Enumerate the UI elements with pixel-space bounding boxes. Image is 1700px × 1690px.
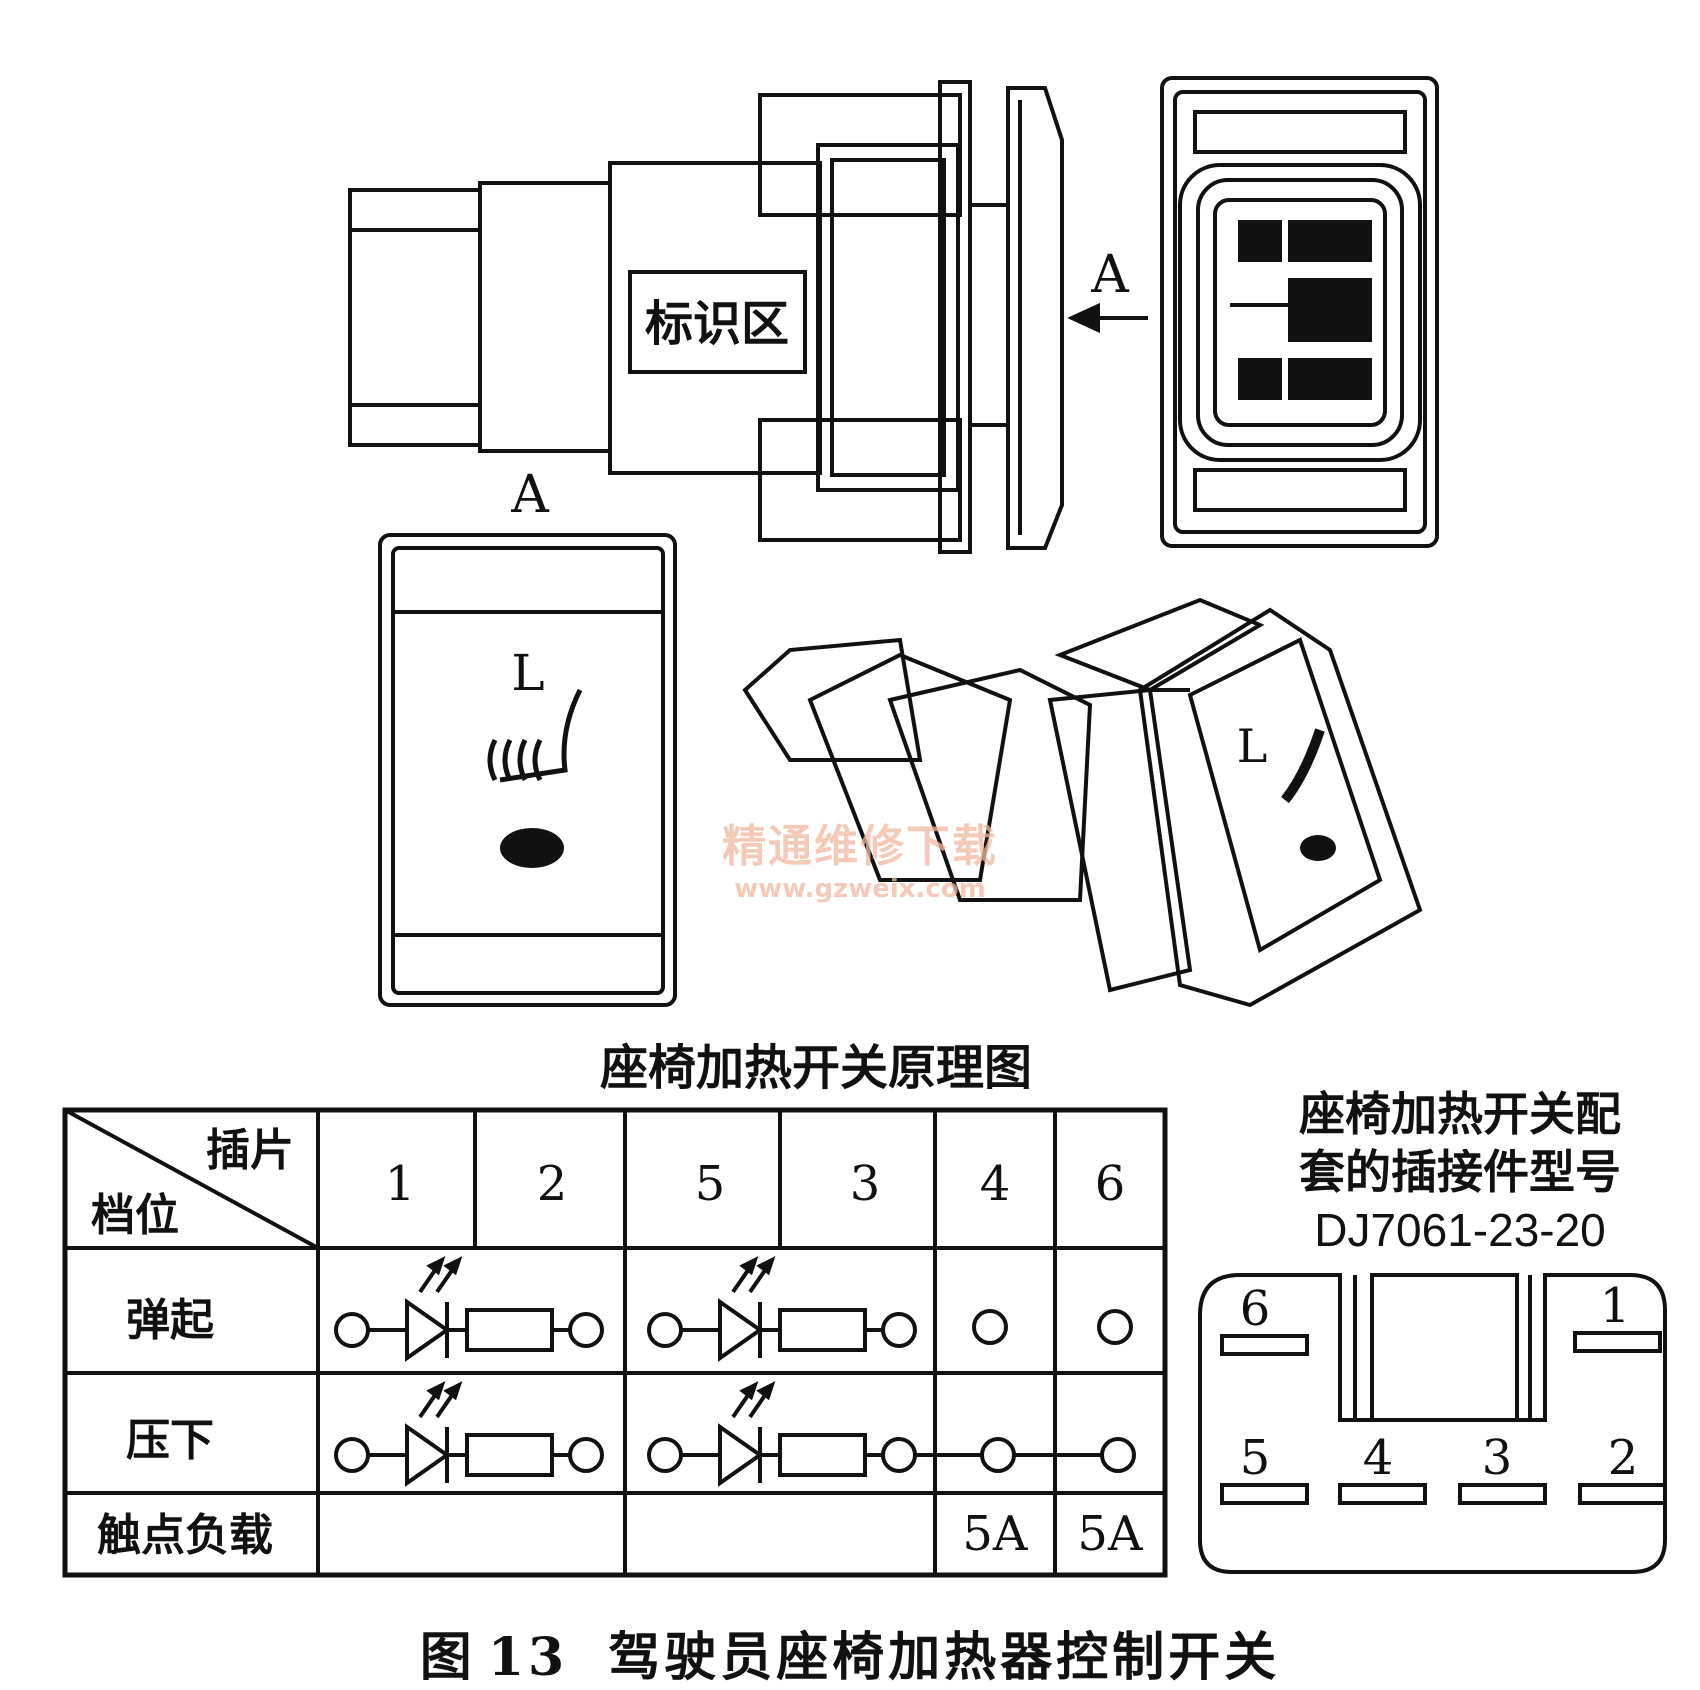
connector-model: DJ7061-23-20	[1314, 1204, 1606, 1256]
watermark-url: www.gzweix.com	[734, 874, 986, 904]
connector-title: 座椅加热开关配 套的插接件型号 DJ7061-23-20	[1240, 1085, 1680, 1259]
contact-6-released	[1097, 1309, 1133, 1345]
button-mark-front: L	[511, 644, 544, 702]
front-view	[378, 533, 677, 1007]
pin-label-3: 3	[1482, 1430, 1513, 1486]
terminal-1: 1	[385, 1156, 416, 1212]
switch-drawings: 标识区 A A L	[348, 76, 1439, 1008]
terminal-4: 4	[980, 1156, 1011, 1212]
watermark-text: 精通维修下载	[722, 821, 998, 872]
isometric-view	[742, 597, 1423, 1008]
view-label-front: A	[510, 465, 550, 525]
load-terminal-4: 5A	[962, 1506, 1029, 1562]
led-circuit-released-5-3	[647, 1258, 917, 1360]
pin-label-1: 1	[1600, 1278, 1631, 1334]
connector-title-line1: 座椅加热开关配	[1299, 1087, 1621, 1141]
pin-label-4: 4	[1363, 1430, 1394, 1486]
row-label-released: 弹起	[126, 1295, 215, 1346]
pin-blade-4	[1338, 1483, 1427, 1505]
pin-label-2: 2	[1608, 1430, 1639, 1486]
pin-blade-3	[1458, 1483, 1547, 1505]
terminal-2: 2	[537, 1156, 568, 1212]
caption-text: 驾驶员座椅加热器控制开关	[608, 1628, 1281, 1688]
header-position: 档位	[91, 1190, 179, 1241]
pin-blade-5	[1220, 1483, 1309, 1505]
led-circuit-pressed-5-3	[647, 1383, 917, 1485]
terminal-5: 5	[695, 1156, 726, 1212]
indicator-led-front	[500, 828, 564, 868]
row-label-contact-load: 触点负载	[97, 1510, 273, 1561]
caption-number: 13	[487, 1627, 569, 1688]
label-area-text: 标识区	[645, 296, 789, 352]
view-arrowhead	[1067, 302, 1100, 334]
header-terminal: 插片	[206, 1125, 294, 1176]
button-mark-iso: L	[1237, 719, 1268, 773]
label-area-box	[628, 270, 807, 374]
seat-heat-icon-iso	[1281, 728, 1325, 804]
indicator-led-iso	[1300, 835, 1336, 861]
connector-face: 6 1 5 4 3 2	[1198, 1273, 1667, 1574]
side-view	[348, 80, 1064, 554]
view-label-arrow: A	[1090, 245, 1130, 305]
connector-title-line2: 套的插接件型号	[1299, 1145, 1621, 1199]
seat-heat-icon	[487, 688, 583, 783]
pin-blade-1	[1573, 1331, 1662, 1353]
rear-connector-view	[1160, 76, 1439, 548]
caption-prefix: 图	[419, 1628, 476, 1688]
terminal-3: 3	[850, 1156, 881, 1212]
row-label-pressed: 压下	[126, 1415, 214, 1466]
contact-6-pressed	[1100, 1437, 1136, 1473]
led-circuit-pressed-1-2	[334, 1383, 604, 1485]
contact-4-pressed	[980, 1437, 1016, 1473]
schematic-title: 座椅加热开关原理图	[600, 1040, 1033, 1096]
terminal-6: 6	[1095, 1156, 1126, 1212]
pin-blade-6	[1220, 1334, 1309, 1356]
contact-4-released	[972, 1309, 1008, 1345]
watermark: 精通维修下载 www.gzweix.com	[680, 810, 1040, 904]
led-circuit-released-1-2	[334, 1258, 604, 1360]
pin-label-6: 6	[1240, 1281, 1271, 1337]
pin-label-5: 5	[1240, 1430, 1271, 1486]
schematic-table: 插片 档位 1 2 5 3 4 6 弹起 压下 触点负载 5A 5A	[62, 1107, 1168, 1578]
pin-blade-2	[1578, 1483, 1667, 1505]
load-terminal-6: 5A	[1077, 1506, 1144, 1562]
